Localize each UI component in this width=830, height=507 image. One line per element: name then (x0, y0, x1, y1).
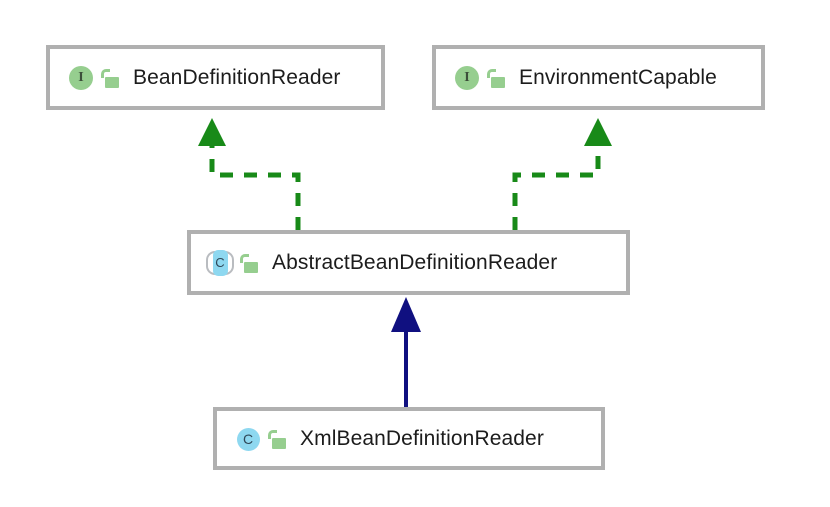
uml-node-environment-capable[interactable]: I EnvironmentCapable (432, 45, 765, 110)
unlocked-padlock-icon (238, 250, 260, 276)
unlocked-padlock-icon (99, 65, 121, 91)
class-icon-glyph: C (242, 430, 254, 447)
unlocked-padlock-icon (266, 426, 288, 452)
extends-arrowhead-icon (391, 297, 421, 332)
interface-icon-glyph: I (78, 69, 84, 85)
interface-icon: I (66, 63, 96, 93)
implements-arrowhead-icon (198, 118, 226, 146)
node-label: BeanDefinitionReader (133, 65, 341, 89)
interface-icon: I (452, 63, 482, 93)
edge-implements-environment-capable[interactable] (512, 118, 612, 230)
edge-extends-abstract-bean-definition-reader[interactable] (391, 297, 421, 409)
uml-node-bean-definition-reader[interactable]: I BeanDefinitionReader (46, 45, 385, 110)
edge-implements-bean-definition-reader[interactable] (198, 118, 301, 230)
unlocked-padlock-icon (485, 65, 507, 91)
implements-dashed-line (512, 145, 601, 230)
implements-dashed-line (209, 145, 301, 230)
abstract-class-icon: C (205, 248, 235, 278)
implements-arrowhead-icon (584, 118, 612, 146)
node-label: AbstractBeanDefinitionReader (272, 250, 558, 274)
node-icon-group: C (191, 248, 260, 278)
node-icon-group: I (436, 63, 507, 93)
class-icon: C (233, 424, 263, 454)
node-label: XmlBeanDefinitionReader (300, 426, 544, 450)
interface-icon-glyph: I (464, 69, 470, 85)
node-label: EnvironmentCapable (519, 65, 717, 89)
node-icon-group: I (50, 63, 121, 93)
abstract-class-icon-glyph: C (215, 255, 225, 270)
uml-node-xml-bean-definition-reader[interactable]: C XmlBeanDefinitionReader (213, 407, 605, 470)
node-icon-group: C (217, 424, 288, 454)
uml-node-abstract-bean-definition-reader[interactable]: C AbstractBeanDefinitionReader (187, 230, 630, 295)
